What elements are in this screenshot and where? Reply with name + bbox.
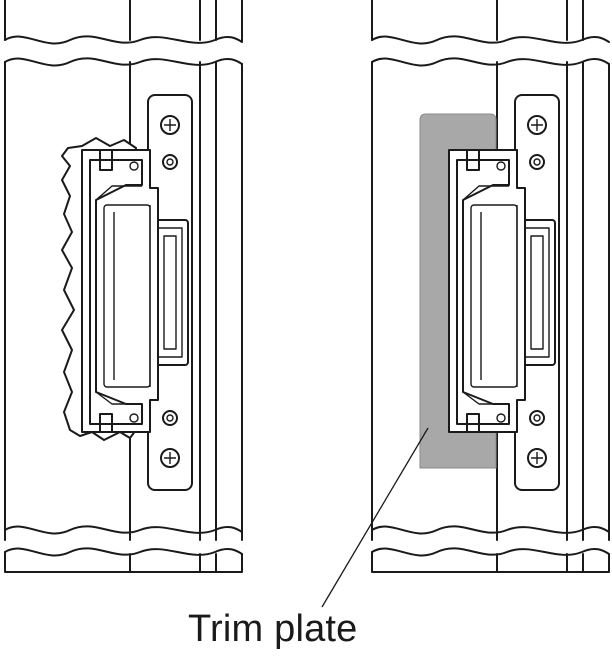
trim-plate-leader-line bbox=[321, 427, 429, 608]
trim-plate-label: Trim plate bbox=[188, 608, 358, 650]
right-door-frame bbox=[371, 0, 610, 573]
strike-unit-right bbox=[448, 94, 560, 491]
strike-unit-left bbox=[81, 94, 193, 491]
